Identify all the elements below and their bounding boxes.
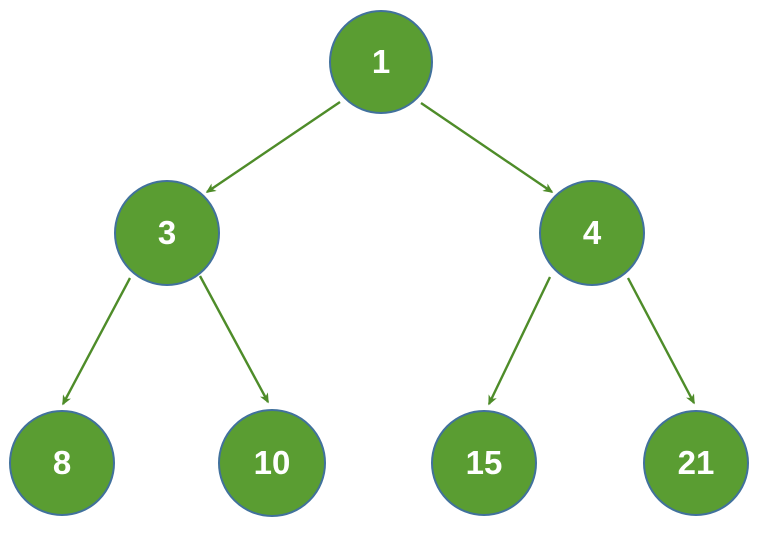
tree-edge-1-to-3 bbox=[205, 101, 341, 193]
tree-edge-3-to-10 bbox=[198, 275, 270, 404]
tree-edge-4-to-15 bbox=[487, 276, 552, 406]
tree-edge-3-to-8 bbox=[61, 277, 132, 406]
tree-node-4: 4 bbox=[539, 180, 645, 286]
tree-node-3: 3 bbox=[114, 180, 220, 286]
tree-node-15: 15 bbox=[431, 410, 537, 516]
tree-node-1: 1 bbox=[329, 10, 433, 114]
tree-node-8: 8 bbox=[9, 410, 115, 516]
tree-node-21: 21 bbox=[643, 410, 749, 516]
tree-edge-1-to-4 bbox=[420, 102, 554, 193]
tree-node-10: 10 bbox=[218, 409, 326, 517]
tree-edge-4-to-21 bbox=[626, 277, 696, 405]
